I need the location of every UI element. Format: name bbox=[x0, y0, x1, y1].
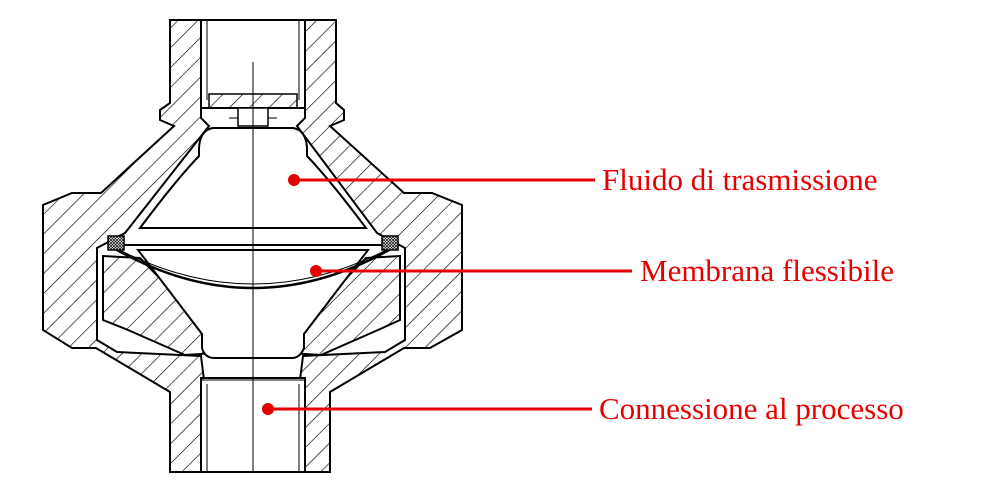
gasket-right bbox=[381, 235, 399, 251]
label-fluido-di-trasmissione: Fluido di trasmissione bbox=[602, 162, 878, 197]
gasket-left bbox=[107, 235, 125, 251]
label-connessione-al-processo: Connessione al processo bbox=[599, 391, 904, 426]
callout-connection bbox=[262, 403, 592, 415]
label-membrana-flessibile: Membrana flessibile bbox=[640, 253, 894, 288]
callout-membrane bbox=[310, 265, 632, 277]
callout-fluid bbox=[288, 174, 595, 186]
